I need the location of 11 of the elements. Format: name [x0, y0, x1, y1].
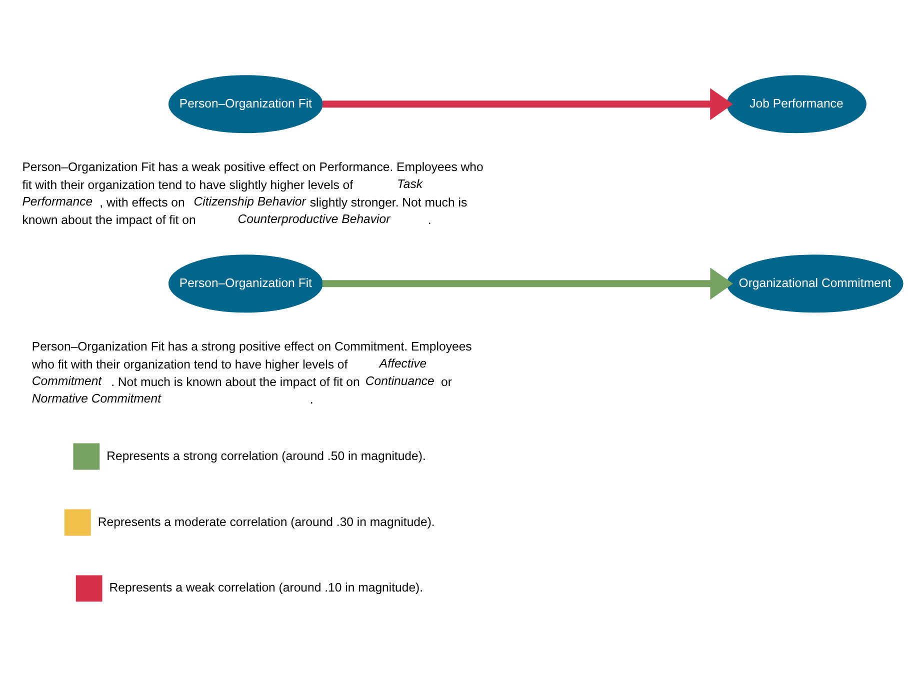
legend-label: Represents a weak correlation (around .10 in magnitude).	[109, 580, 424, 595]
node-ellipse: Person–Organization Fit	[168, 75, 323, 134]
label: Person–Organization Fit has a strong positive effect on Commitment. Employees who fit with their organization tend to have higher levels of Affective Commitment. Not much is known about the impact of fit on Continuance or Normative Commitment.	[32, 340, 472, 406]
label: Person–Organization Fit has a weak positive effect on Performance. Employees who fit with their organization tend to have slightly higher levels of Task Performance, with effects on Citizenship Behavior slightly stronger. Not much is known about the impact of fit on Counterproductive Behavior.	[22, 160, 484, 227]
arrow	[322, 268, 734, 300]
node-ellipse: Person–Organization Fit	[168, 254, 323, 313]
node-ellipse: Organizational Commitment	[726, 254, 904, 313]
node-ellipse: Job Performance	[726, 75, 866, 134]
legend-label: Represents a strong correlation (around .50 in magnitude).	[106, 448, 426, 463]
legend-label: Represents a moderate correlation (around .30 in magnitude).	[98, 514, 435, 529]
arrow	[322, 88, 733, 120]
